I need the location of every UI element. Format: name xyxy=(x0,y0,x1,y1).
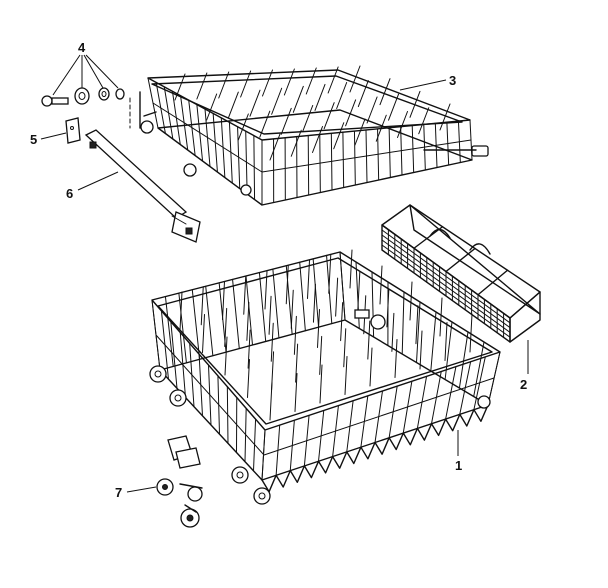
callout-2-label: 2 xyxy=(520,377,527,392)
adjuster-rail xyxy=(84,129,201,243)
callout-4-label: 4 xyxy=(78,40,86,55)
callout-7-label: 7 xyxy=(115,485,122,500)
roller-hardware xyxy=(41,87,125,107)
upper-rack xyxy=(139,65,489,206)
callout-6-leader xyxy=(77,171,119,191)
callout-5-label: 5 xyxy=(30,132,37,147)
callout-7-leader xyxy=(126,486,157,493)
wheel-assembly xyxy=(156,435,203,528)
callout-3-label: 3 xyxy=(449,73,456,88)
callout-3-leader xyxy=(399,79,447,91)
callout-4-leader xyxy=(52,54,119,96)
lower-rack xyxy=(149,249,501,505)
silverware-basket xyxy=(381,204,541,343)
callout-6-label: 6 xyxy=(66,186,73,201)
callout-5-leader xyxy=(40,132,67,140)
callout-1-label: 1 xyxy=(455,458,462,473)
rack-bracket xyxy=(65,117,81,144)
